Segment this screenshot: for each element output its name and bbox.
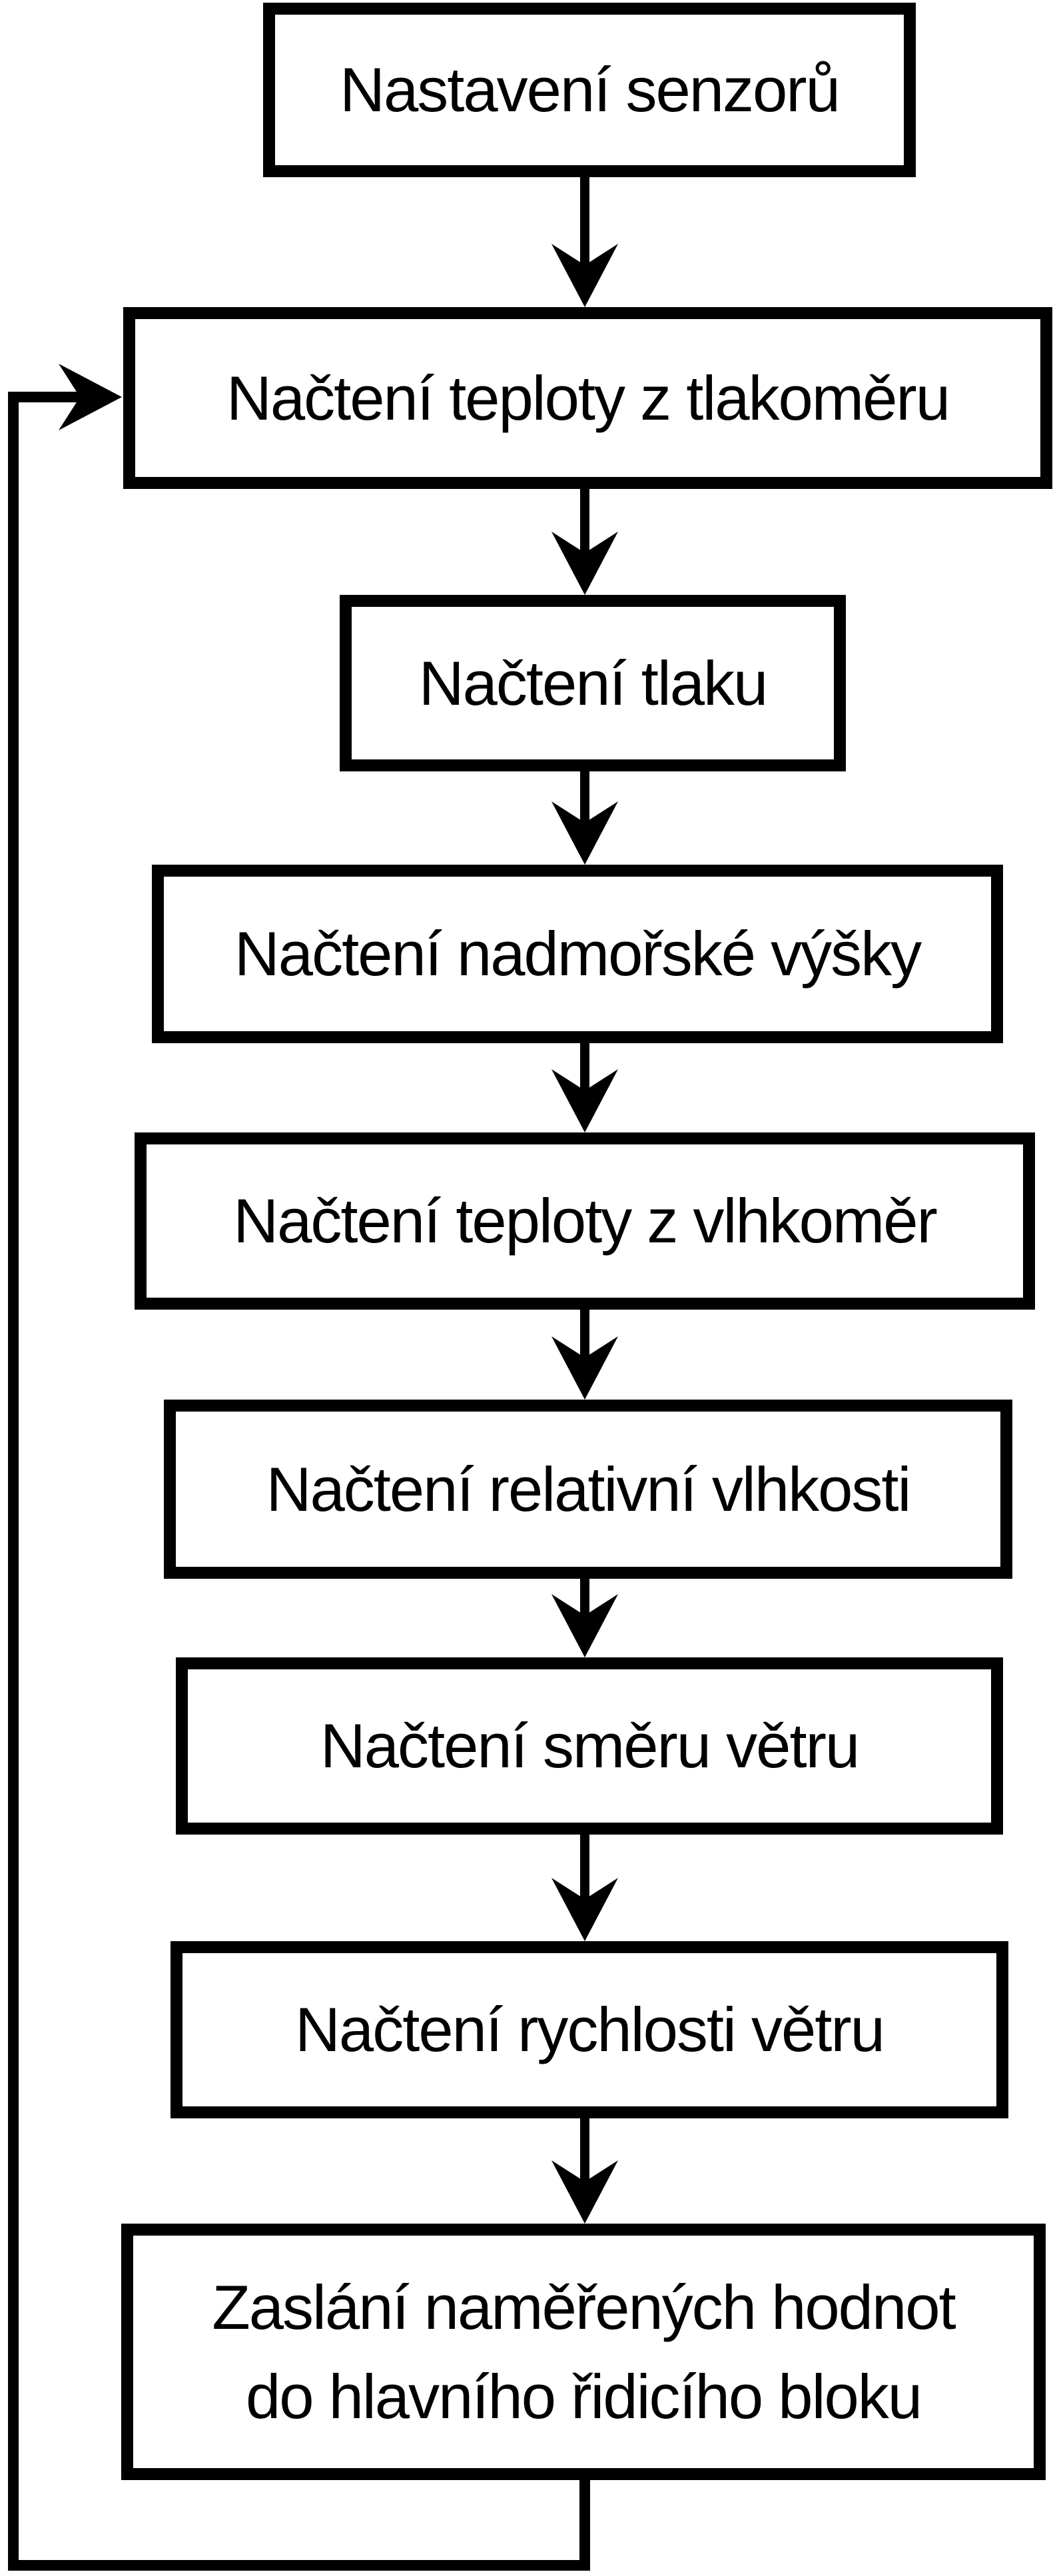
flowchart-node-setup-sensors: Nastavení senzorů bbox=[263, 3, 916, 177]
arrow-down-icon bbox=[551, 2118, 618, 2224]
node-label: Načtení nadmořské výšky bbox=[234, 919, 922, 989]
flowchart-node-read-altitude: Načtení nadmořské výšky bbox=[152, 865, 1003, 1043]
node-label: Zaslání naměřených hodnot do hlavního ři… bbox=[212, 2272, 956, 2431]
flowchart-node-read-wind-speed: Načtení rychlosti větru bbox=[171, 1941, 1008, 2118]
arrow-down-icon bbox=[551, 1835, 618, 1941]
arrow-down-icon bbox=[551, 1579, 618, 1657]
node-label: Načtení rychlosti větru bbox=[295, 1994, 885, 2065]
node-label: Nastavení senzorů bbox=[340, 55, 841, 125]
loop-arrow-icon bbox=[8, 364, 590, 2571]
node-label: Načtení relativní vlhkosti bbox=[266, 1454, 912, 1524]
flowchart-node-read-temp-barometer: Načtení teploty z tlakoměru bbox=[123, 307, 1052, 489]
node-label: Načtení teploty z vlhkoměr bbox=[233, 1186, 938, 1256]
arrow-down-icon bbox=[551, 771, 618, 865]
flowchart-node-read-relative-humidity: Načtení relativní vlhkosti bbox=[164, 1400, 1012, 1579]
flowchart-node-send-measured-values: Zaslání naměřených hodnot do hlavního ři… bbox=[121, 2224, 1046, 2480]
node-label: Načtení teploty z tlakoměru bbox=[226, 362, 950, 433]
arrow-down-icon bbox=[551, 489, 618, 595]
node-label: Načtení tlaku bbox=[418, 647, 769, 718]
flowchart-node-read-pressure: Načtení tlaku bbox=[340, 595, 846, 771]
arrow-down-icon bbox=[551, 1043, 618, 1132]
arrow-down-icon bbox=[551, 177, 618, 307]
node-label: Načtení směru větru bbox=[320, 1711, 860, 1781]
arrow-down-icon bbox=[551, 1310, 618, 1400]
flowchart-node-read-temp-hygrometer: Načtení teploty z vlhkoměr bbox=[135, 1132, 1035, 1310]
flowchart-node-read-wind-direction: Načtení směru větru bbox=[176, 1657, 1003, 1835]
